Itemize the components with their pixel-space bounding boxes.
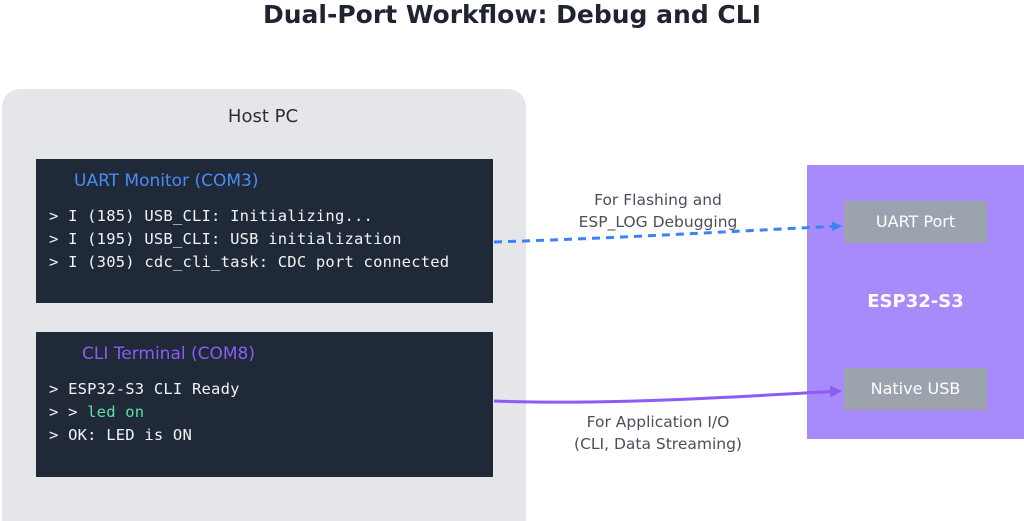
cli-line: > OK: LED is ON — [49, 426, 192, 444]
cli-prompt: > > — [49, 403, 88, 421]
usb-label-line: For Application I/O — [586, 413, 730, 431]
cli-terminal-title: CLI Terminal (COM8) — [82, 344, 256, 364]
uart-monitor-title: UART Monitor (COM3) — [74, 171, 259, 191]
usb-connection-label: For Application I/O (CLI, Data Streaming… — [538, 411, 778, 455]
host-pc-label: Host PC — [227, 106, 299, 127]
uart-log-line: > I (185) USB_CLI: Initializing... — [49, 207, 374, 225]
native-usb-box: Native USB — [844, 368, 987, 410]
uart-log-line: > I (195) USB_CLI: USB initialization — [49, 230, 402, 248]
usb-connection-arrow — [493, 385, 842, 404]
cli-terminal: CLI Terminal (COM8) > ESP32-S3 CLI Ready… — [36, 332, 493, 477]
uart-log-line: > I (305) cdc_cli_task: CDC port connect… — [49, 253, 450, 271]
uart-connection-arrow — [493, 221, 842, 244]
uart-label-line: For Flashing and — [594, 191, 722, 209]
cli-line: > > led on — [49, 403, 144, 421]
usb-label-line: (CLI, Data Streaming) — [574, 435, 742, 453]
uart-port-box: UART Port — [844, 201, 987, 243]
cli-line: > ESP32-S3 CLI Ready — [49, 380, 240, 398]
uart-monitor-terminal: UART Monitor (COM3) > I (185) USB_CLI: I… — [36, 159, 493, 303]
esp32-label: ESP32-S3 — [867, 291, 964, 312]
cli-command: led on — [87, 403, 145, 421]
diagram-title: Dual-Port Workflow: Debug and CLI — [262, 0, 761, 29]
uart-label-line: ESP_LOG Debugging — [578, 213, 738, 231]
uart-connection-label: For Flashing and ESP_LOG Debugging — [548, 189, 768, 233]
